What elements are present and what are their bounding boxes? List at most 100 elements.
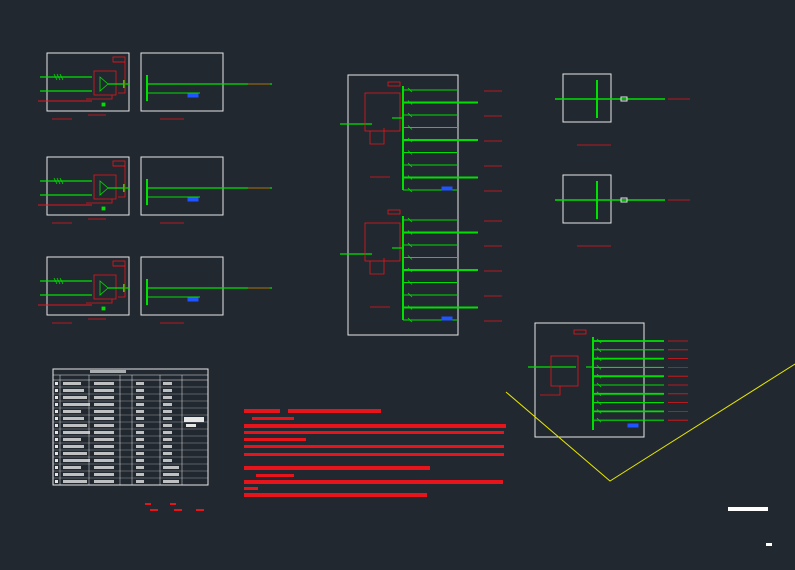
- breaker-icon: [596, 417, 602, 423]
- table-cell-mark: [94, 431, 114, 434]
- breaker-icon: [387, 209, 401, 215]
- breaker-icon: [596, 356, 602, 361]
- table-cell-mark: [94, 389, 114, 392]
- note-text-line: [244, 431, 504, 434]
- table-cell-mark: [136, 473, 144, 476]
- control-wire: [540, 386, 561, 396]
- circuit-label-box: [187, 197, 199, 202]
- breaker-icon: [596, 338, 602, 344]
- breaker-icon: [407, 87, 413, 93]
- table-cell-mark: [94, 452, 114, 455]
- note-text-line: [196, 509, 204, 511]
- note-text-line: [145, 503, 151, 505]
- table-cell-mark: [63, 473, 84, 476]
- table-cell-mark: [55, 417, 58, 420]
- note-text-line: [244, 487, 258, 490]
- breaker-icon: [407, 267, 413, 273]
- breaker-icon: [407, 217, 413, 223]
- panel-frame: [46, 52, 130, 112]
- panel-frame: [347, 74, 459, 336]
- control-wire: [113, 61, 126, 94]
- table-cell-mark: [94, 382, 114, 385]
- table-cell-mark: [163, 438, 172, 441]
- table-cell-mark: [136, 417, 144, 420]
- table-cell-mark: [55, 431, 58, 434]
- table-cell-mark: [163, 459, 172, 462]
- table-cell-mark: [63, 466, 81, 469]
- table-cell-mark: [63, 382, 81, 385]
- table-cell-mark: [136, 389, 144, 392]
- table-cell-mark: [136, 459, 144, 462]
- breaker-icon: [59, 277, 64, 285]
- panel-frame: [46, 156, 130, 216]
- breaker-icon: [596, 382, 602, 388]
- breaker-icon: [407, 230, 413, 235]
- breaker-icon: [596, 409, 602, 414]
- breaker-icon: [407, 255, 413, 260]
- table-cell-mark: [55, 466, 58, 469]
- table-cell-mark: [63, 452, 87, 455]
- title-mark: [766, 543, 772, 546]
- note-text-line: [244, 466, 430, 470]
- small-panel-pair: [38, 52, 272, 120]
- control-wire: [369, 258, 385, 275]
- breaker-icon: [387, 81, 401, 87]
- breaker-icon: [407, 150, 413, 155]
- table-cell-mark: [55, 410, 58, 413]
- table-cell-mark: [163, 431, 172, 434]
- table-cell-mark: [136, 466, 144, 469]
- small-panels-group: [38, 52, 272, 324]
- breaker-icon: [407, 112, 413, 118]
- breaker-icon: [53, 277, 58, 285]
- breaker-icon: [407, 292, 413, 298]
- table-cell-mark: [55, 473, 58, 476]
- breaker-icon: [407, 187, 413, 193]
- small-panel-pair: [38, 256, 272, 324]
- table-cell-mark: [63, 389, 84, 392]
- table-cell-mark: [55, 438, 58, 441]
- meter-icon: [93, 274, 117, 300]
- table-cell-mark: [136, 480, 144, 483]
- breaker-icon: [56, 73, 61, 81]
- breaker-icon: [407, 125, 413, 130]
- table-cell-mark: [63, 438, 81, 441]
- table-cell-mark: [136, 382, 144, 385]
- table-cell-mark: [136, 403, 144, 406]
- table-cell-mark: [55, 403, 58, 406]
- table-cell-mark: [94, 445, 114, 448]
- table-cell-mark: [63, 410, 81, 413]
- table-cell-mark: [136, 424, 144, 427]
- main-distribution-panel: [340, 74, 502, 336]
- table-cell-mark: [63, 396, 87, 399]
- table-cell-mark: [186, 424, 196, 427]
- table-cell-mark: [136, 438, 144, 441]
- table-cell-mark: [55, 445, 58, 448]
- control-wire: [113, 265, 126, 298]
- table-cell-mark: [163, 382, 172, 385]
- circuit-label-box: [627, 423, 639, 428]
- table-cell-mark: [94, 410, 114, 413]
- note-text-line: [170, 503, 176, 505]
- table-cell-mark: [163, 452, 172, 455]
- single-line-panels: [555, 73, 690, 247]
- table-cell-mark: [63, 431, 90, 434]
- table-cell-mark: [184, 417, 204, 422]
- table-cell-mark: [163, 410, 172, 413]
- transformer-icon: [99, 180, 109, 196]
- table-cell-mark: [94, 424, 114, 427]
- panel-frame: [140, 156, 224, 216]
- breaker-icon: [56, 177, 61, 185]
- table-cell-mark: [94, 459, 114, 462]
- breaker-icon: [407, 280, 413, 285]
- meter-icon: [364, 222, 401, 262]
- table-cell-mark: [94, 480, 114, 483]
- control-wire: [86, 199, 113, 204]
- circuit-label-box: [441, 316, 453, 321]
- status-indicator: [101, 206, 106, 211]
- breaker-icon: [407, 100, 413, 105]
- meter-icon: [364, 92, 401, 132]
- table-cell-mark: [163, 389, 172, 392]
- breaker-icon: [407, 305, 413, 310]
